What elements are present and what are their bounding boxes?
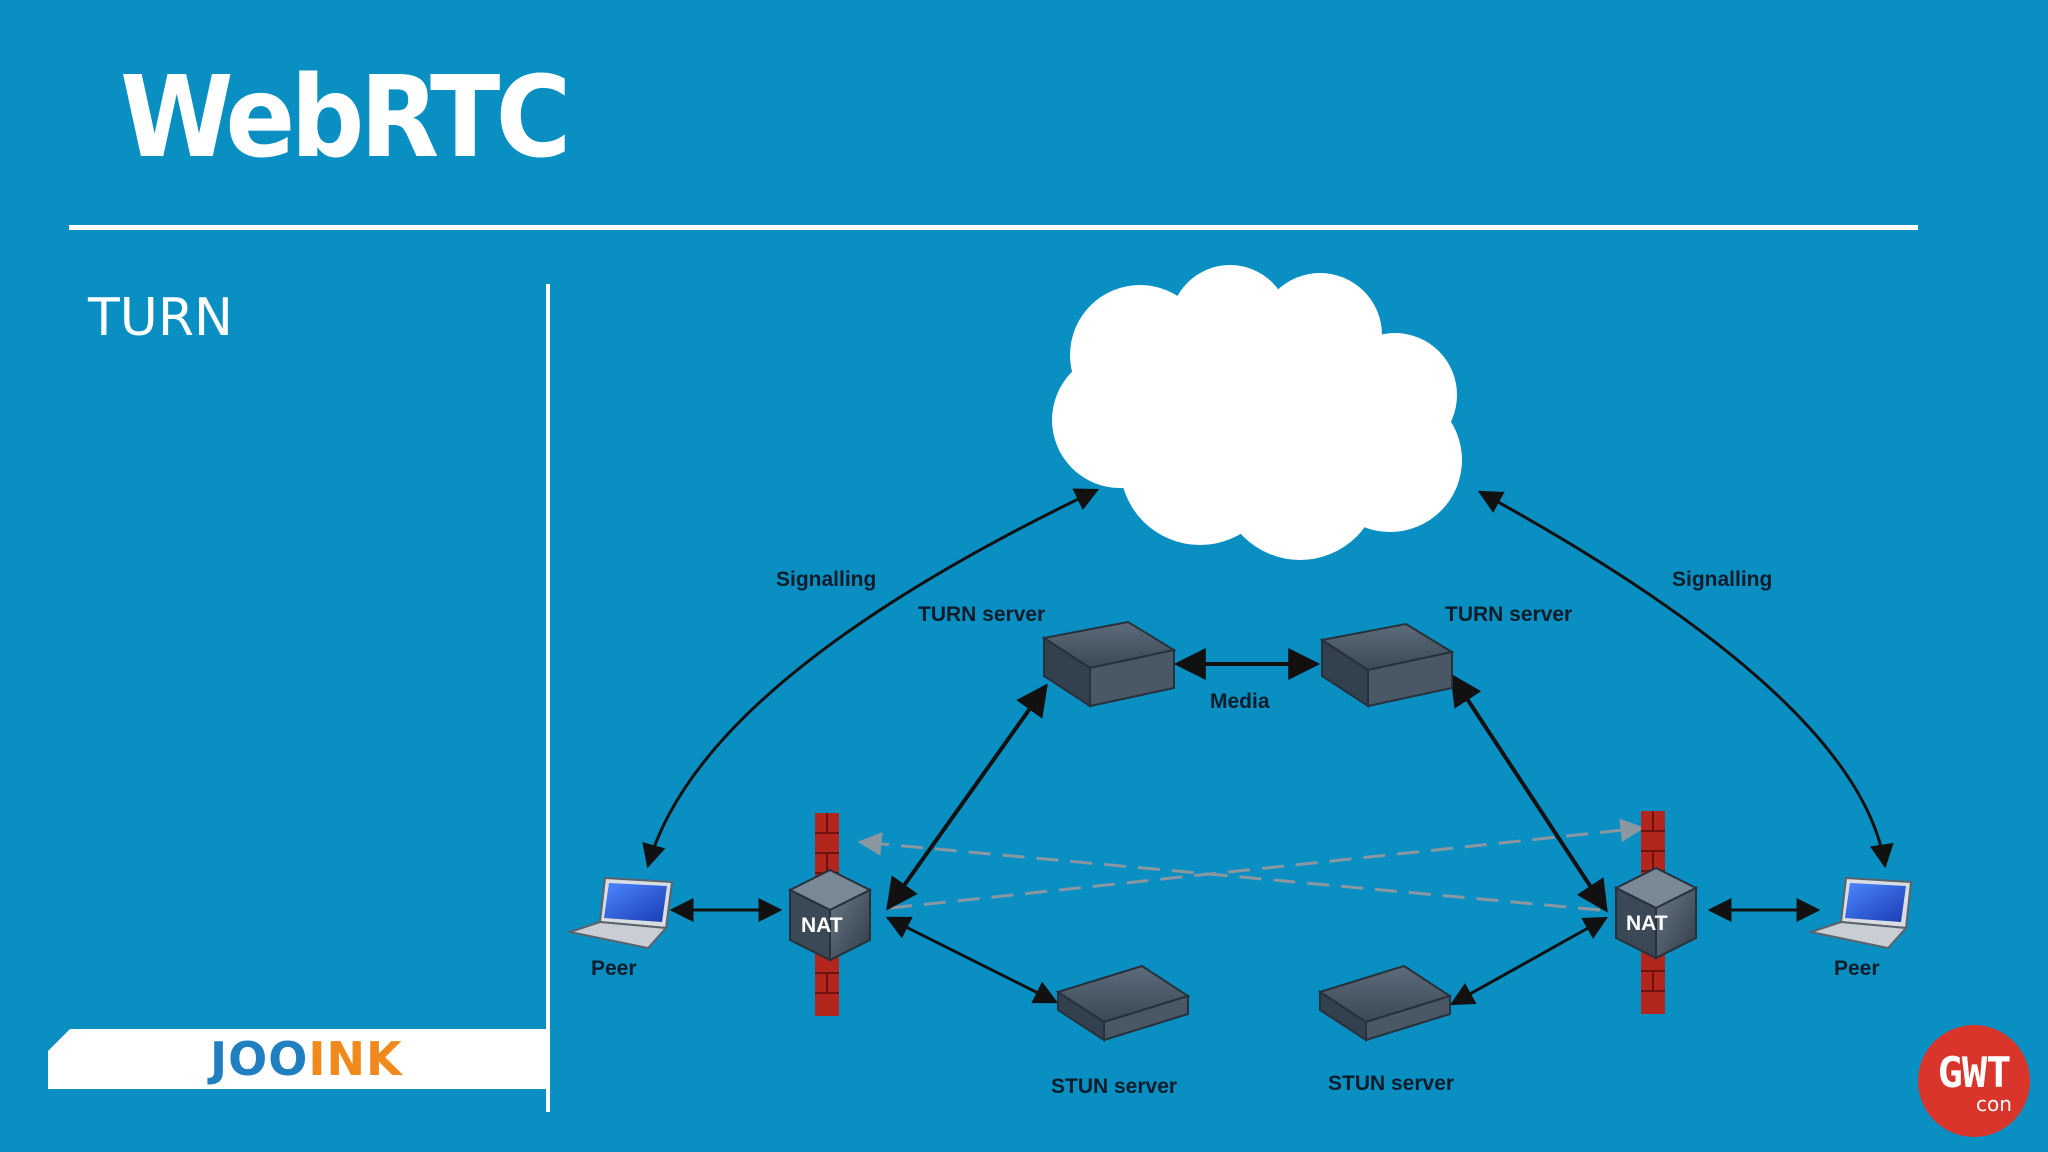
stun-server-right: [1317, 964, 1453, 1042]
laptop-icon-left: [566, 876, 674, 950]
nat-label-right: NAT: [1626, 912, 1668, 935]
nat-stun-arrow-right: [1449, 916, 1609, 1006]
section-heading: TURN: [88, 288, 233, 348]
signalling-label-left: Signalling: [776, 568, 876, 591]
brand-logo-part2: INK: [308, 1032, 403, 1086]
nat-box-right: [1613, 866, 1699, 960]
stun-server-left: [1055, 964, 1191, 1042]
brand-logo: JOOINK: [210, 1036, 403, 1082]
dashed-arrow-2: [889, 818, 1645, 910]
turn-server-label-right: TURN server: [1445, 603, 1572, 626]
peer-label-left: Peer: [591, 957, 637, 980]
gwtcon-badge-subtext: con: [1976, 1092, 2012, 1116]
title-divider: [69, 225, 1918, 230]
nat-turn-arrow-right: [1450, 673, 1608, 913]
turn-server-right: [1319, 622, 1455, 708]
signalling-arrow-right: [1477, 490, 1894, 869]
gwtcon-badge-text: GWT: [1937, 1048, 2012, 1097]
stun-server-label-right: STUN server: [1328, 1072, 1454, 1095]
internet-cloud: [1052, 265, 1462, 560]
nat-label-left: NAT: [801, 914, 843, 937]
nat-box-left: [787, 868, 873, 962]
signalling-arrow-left: [642, 488, 1100, 869]
turn-server-label-left: TURN server: [918, 603, 1045, 626]
brand-logo-part1: JOO: [210, 1032, 309, 1086]
turn-server-left: [1041, 620, 1177, 708]
laptop-icon-right: [1807, 876, 1913, 950]
media-label: Media: [1210, 690, 1270, 713]
peer-label-right: Peer: [1834, 957, 1880, 980]
nat-stun-arrow-left: [885, 916, 1059, 1004]
logo-strip: [48, 1029, 548, 1089]
nat-turn-arrow-left: [886, 683, 1048, 911]
gwtcon-badge: [1918, 1025, 2030, 1137]
signalling-label-right: Signalling: [1672, 568, 1772, 591]
stun-server-label-left: STUN server: [1051, 1075, 1177, 1098]
slide-title: WebRTC: [120, 53, 571, 183]
panel-divider: [546, 284, 550, 1112]
